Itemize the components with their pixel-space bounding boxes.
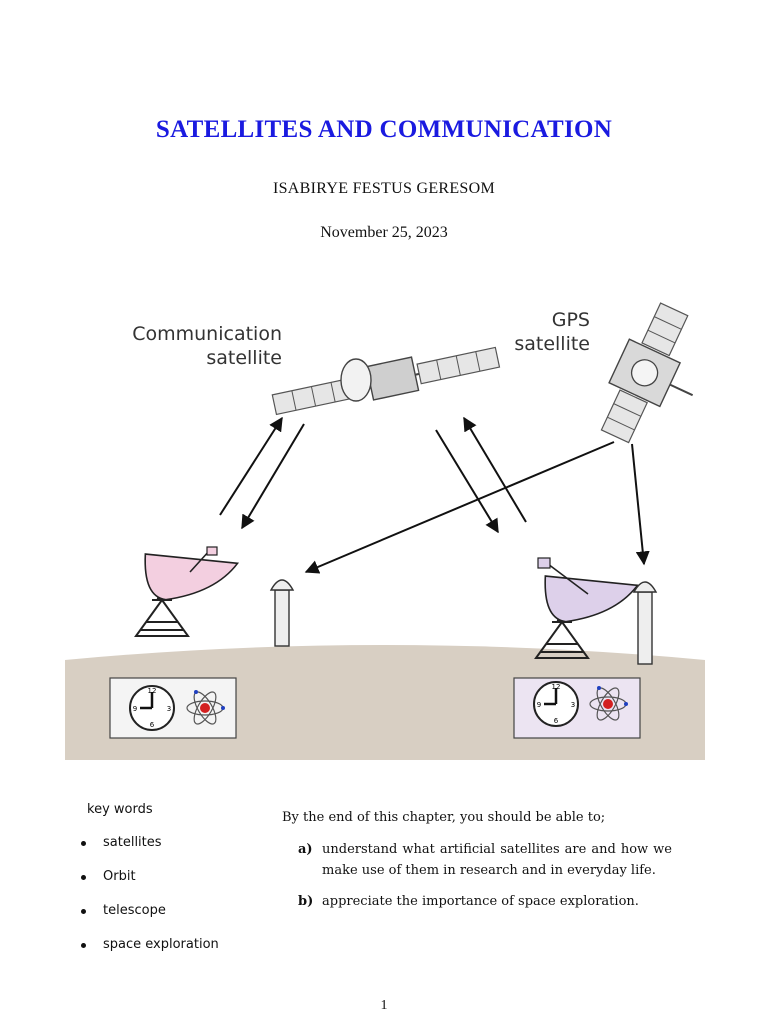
author-name: ISABIRYE FESTUS GERESOM bbox=[272, 180, 496, 197]
chapter-objectives: By the end of this chapter, you should b… bbox=[282, 810, 672, 922]
keyword-item: satellites bbox=[80, 835, 270, 869]
left-receiver-post-icon bbox=[269, 579, 295, 647]
left-ground-station-dish-icon bbox=[134, 546, 240, 637]
svg-text:12: 12 bbox=[148, 687, 157, 695]
keyword-item: Orbit bbox=[80, 869, 270, 903]
atom-icon bbox=[589, 686, 628, 721]
keyword-item: space exploration bbox=[80, 937, 270, 971]
left-clock-atom-panel: 12 3 6 9 bbox=[109, 677, 237, 739]
communication-satellite-icon bbox=[271, 346, 501, 416]
gps-satellite-icon bbox=[600, 302, 694, 444]
satellite-diagram: 12 3 6 9 12 3 6 9 bbox=[65, 302, 705, 760]
document-title: SATELLITES AND COMMUNICATION bbox=[155, 116, 613, 143]
svg-text:6: 6 bbox=[554, 717, 559, 725]
keyword-item: telescope bbox=[80, 903, 270, 937]
page-number: 1 bbox=[380, 998, 388, 1013]
key-words-box: key words satellites Orbit telescope spa… bbox=[80, 802, 270, 971]
right-receiver-post-icon bbox=[632, 581, 658, 665]
objective-item: a) understand what artificial satellites… bbox=[282, 839, 672, 881]
svg-text:9: 9 bbox=[133, 705, 137, 713]
objective-marker: b) bbox=[298, 894, 314, 909]
svg-text:12: 12 bbox=[552, 683, 561, 691]
objective-text: appreciate the importance of space explo… bbox=[322, 894, 639, 909]
objective-item: b) appreciate the importance of space ex… bbox=[282, 891, 672, 912]
key-words-heading: key words bbox=[87, 802, 153, 817]
objective-marker: a) bbox=[298, 842, 313, 857]
key-words-list: satellites Orbit telescope space explora… bbox=[80, 835, 270, 971]
communication-satellite-label: Communication satellite bbox=[132, 323, 282, 369]
svg-text:3: 3 bbox=[167, 705, 171, 713]
right-ground-station-dish-icon bbox=[534, 557, 640, 659]
atom-icon bbox=[186, 690, 225, 725]
document-date: November 25, 2023 bbox=[320, 224, 448, 241]
svg-text:9: 9 bbox=[537, 701, 541, 709]
svg-text:6: 6 bbox=[150, 721, 155, 729]
objectives-intro: By the end of this chapter, you should b… bbox=[282, 810, 606, 825]
objective-text: understand what artificial satellites ar… bbox=[322, 842, 672, 878]
gps-satellite-label: GPS satellite bbox=[514, 309, 590, 355]
right-clock-atom-panel: 12 3 6 9 bbox=[513, 677, 641, 739]
svg-text:3: 3 bbox=[571, 701, 575, 709]
satellite-communication-figure: 12 3 6 9 12 3 6 9 bbox=[60, 300, 710, 760]
